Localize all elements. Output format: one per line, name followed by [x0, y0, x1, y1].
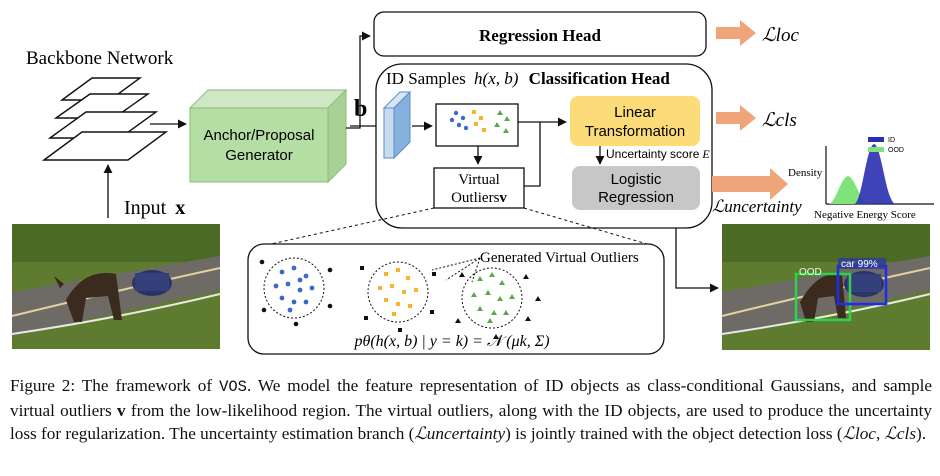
- backbone-network: [41, 77, 169, 161]
- virtual-outliers-line2: Outliersv: [451, 190, 507, 206]
- generated-outliers-label: Generated Virtual Outliers: [480, 250, 639, 266]
- car-label: car 99%: [841, 259, 878, 270]
- linear-transformation-box: [570, 96, 700, 146]
- virtual-outliers-line1: Virtual: [458, 172, 500, 188]
- legend-ood-swatch: [868, 147, 884, 152]
- legend-id-swatch: [868, 137, 884, 142]
- id-samples-label: ID Samples h(x, b) Classification Head: [386, 69, 670, 88]
- ood-label: OOD: [799, 267, 822, 278]
- input-label: Input x: [124, 197, 185, 219]
- cls-loss-arrow: [716, 105, 756, 131]
- green-class-cluster: [455, 267, 541, 339]
- blue-class-cluster: [259, 257, 333, 327]
- uncertainty-loss-arrow: [712, 168, 788, 200]
- svg-text:Transformation: Transformation: [585, 123, 685, 140]
- figure-caption: Figure 2: The framework of VOS. We model…: [10, 376, 933, 443]
- anchor-proposal-generator: Anchor/Proposal Generator: [188, 88, 348, 184]
- virtual-outliers-panel: [247, 243, 665, 355]
- loss-uncertainty: ℒuncertainty: [712, 197, 802, 216]
- legend-id: ID: [888, 137, 895, 144]
- id-sample-points: [449, 110, 510, 133]
- svg-text:Generator: Generator: [225, 147, 293, 164]
- loss-cls: ℒcls: [762, 110, 797, 131]
- svg-text:Linear: Linear: [614, 104, 656, 121]
- logistic-regression-box: [572, 166, 700, 210]
- regression-head-label: Regression Head: [479, 26, 602, 45]
- b-symbol: b: [354, 96, 367, 122]
- svg-text:Logistic: Logistic: [611, 171, 662, 188]
- backbone-label: Backbone Network: [26, 48, 174, 69]
- yellow-class-cluster: [360, 261, 436, 332]
- input-image: [11, 224, 221, 349]
- legend-ood: OOD: [888, 147, 904, 154]
- svg-text:Regression: Regression: [598, 189, 674, 206]
- regression-head-box: [373, 11, 707, 57]
- virtual-outliers-box: [433, 167, 525, 209]
- energy-density-chart: Density Negative Energy Score ID OOD: [788, 137, 934, 221]
- density-formula: pθ(h(x, b) | y = k) = 𝒩 (μk, Σ): [353, 333, 549, 350]
- energy-xlabel: Negative Energy Score: [814, 209, 916, 221]
- svg-text:Anchor/Proposal: Anchor/Proposal: [204, 127, 315, 144]
- framework-figure: Backbone Network Input x Anchor/Proposal…: [11, 11, 934, 355]
- output-image: OOD car 99%: [721, 224, 931, 350]
- loss-loc: ℒloc: [762, 25, 799, 46]
- ood-detection-box: [794, 272, 852, 322]
- id-density-curve: [854, 144, 896, 204]
- density-ylabel: Density: [788, 167, 823, 179]
- vos-name: VOS: [219, 378, 247, 396]
- feature-map: [382, 90, 412, 160]
- figure-number: Figure 2:: [10, 376, 76, 395]
- loc-loss-arrow: [716, 20, 756, 46]
